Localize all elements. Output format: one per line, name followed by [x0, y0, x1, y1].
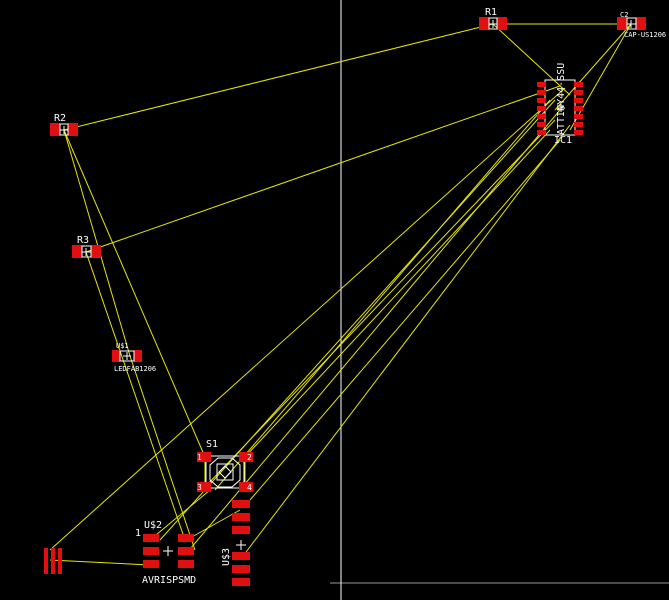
r2-name: R2 — [54, 113, 66, 124]
connector-u3[interactable]: U$3 — [221, 500, 250, 586]
s1-pin2: 2 — [247, 453, 252, 462]
ic1-name: IC1 — [554, 135, 572, 146]
connector-left-stub[interactable] — [44, 548, 62, 574]
c2-value: CAP-US1206 — [624, 31, 666, 39]
s1-name: S1 — [206, 439, 218, 450]
header-avrisp-u2[interactable]: U$2 1 AVRISPSMD — [135, 520, 196, 586]
resistor-r2[interactable]: R2 — [50, 113, 78, 136]
s1-pin3: 3 — [197, 483, 202, 492]
switch-s1[interactable]: S1 1 2 3 4 — [197, 439, 253, 492]
c2-name: C2 — [620, 11, 628, 19]
ic1-value: ATTINY44-SSU — [556, 63, 567, 135]
resistor-r1[interactable]: R1 — [479, 7, 507, 30]
led-value: LEDFAB1206 — [114, 365, 156, 373]
avrisp-value: AVRISPSMD — [142, 575, 196, 586]
avrisp-pin1: 1 — [135, 528, 141, 539]
capacitor-c2[interactable]: C2 CAP-US1206 — [617, 11, 666, 39]
led-name: U$1 — [116, 342, 129, 350]
r3-name: R3 — [77, 235, 89, 246]
led-u1[interactable]: U$1 LEDFAB1206 — [112, 342, 156, 373]
ic-ic1[interactable]: ATTINY44-SSU IC1 — [537, 63, 583, 146]
avrisp-name: U$2 — [144, 520, 162, 531]
s1-pin4: 4 — [247, 483, 252, 492]
r1-name: R1 — [485, 7, 497, 18]
s1-pin1: 1 — [197, 453, 202, 462]
u3-name: U$3 — [221, 548, 232, 566]
resistor-r3[interactable]: R3 — [72, 235, 101, 258]
